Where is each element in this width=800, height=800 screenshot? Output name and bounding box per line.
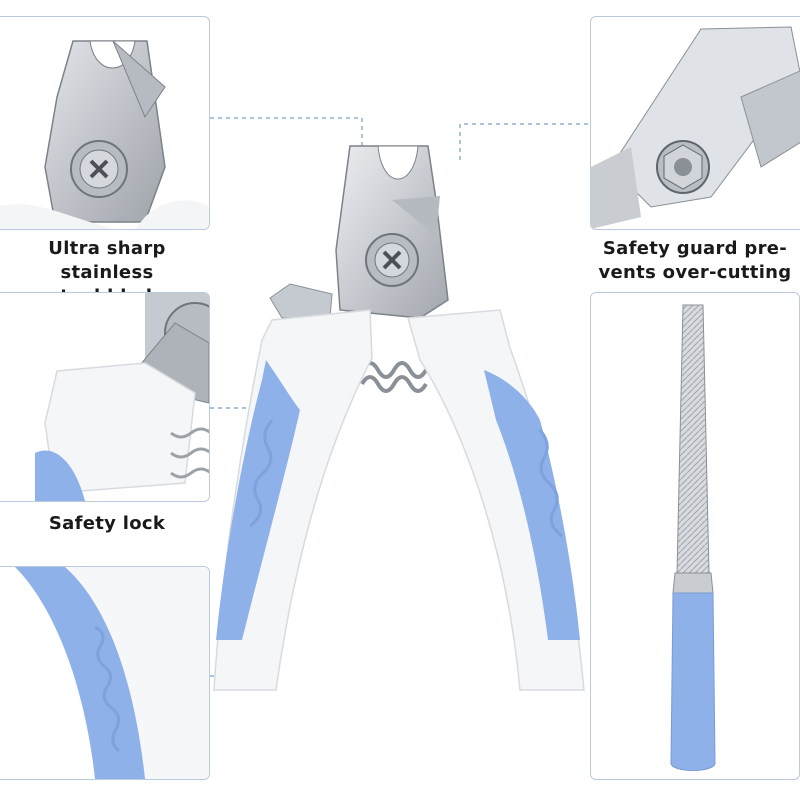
grip-closeup-panel (0, 566, 210, 780)
nail-file-panel (590, 292, 800, 780)
nail-file-image (670, 304, 716, 771)
safety-lock-image (35, 293, 209, 501)
grip-closeup-image (15, 567, 209, 779)
blade-closeup-panel (0, 16, 210, 230)
blade-closeup-image (0, 40, 209, 229)
clipper-blade (335, 145, 449, 319)
guard-caption-line1: Safety guard pre- (602, 238, 788, 259)
safety-guard-panel (590, 16, 800, 230)
guard-caption: Safety guard pre- vents over-cutting (590, 237, 800, 285)
guide-line-guard (459, 123, 588, 160)
clipper-safety-lock (269, 283, 333, 319)
clipper-spring (360, 361, 428, 379)
guard-caption-line2: vents over-cutting (598, 262, 792, 283)
safety-guard-image (591, 26, 800, 229)
safety-lock-caption-text: Safety lock (48, 513, 166, 534)
blade-caption-line1: Ultra sharp stainless (48, 238, 166, 283)
safety-lock-caption: Safety lock (2, 512, 212, 536)
clipper-right-grip (484, 370, 580, 640)
clipper-left-handle (213, 309, 373, 691)
safety-lock-panel (0, 292, 210, 502)
